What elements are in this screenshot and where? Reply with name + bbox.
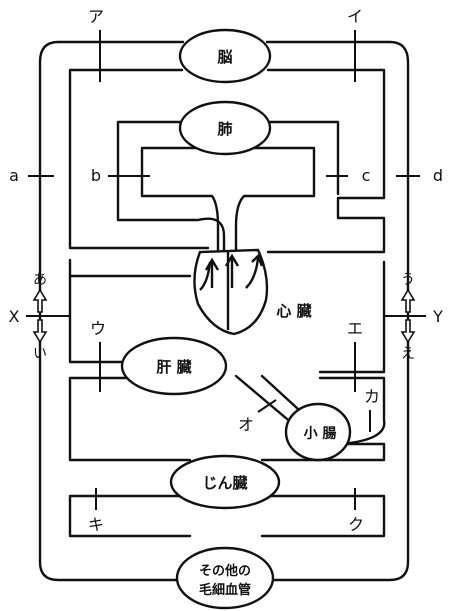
- heart-organ: [194, 250, 267, 334]
- label-d: d: [433, 166, 443, 185]
- label-c: c: [362, 166, 371, 185]
- label-a: a: [9, 166, 19, 185]
- direction-label-left-up: あ: [33, 272, 47, 288]
- label-I: イ: [347, 7, 363, 26]
- label-KA: カ: [364, 387, 380, 406]
- other-capillaries-label-line2: 毛細血管: [199, 582, 251, 598]
- label-E: エ: [347, 319, 363, 338]
- direction-label-right-down: え: [401, 346, 415, 362]
- right-up-arrow: [402, 290, 414, 312]
- label-Y: Y: [432, 307, 443, 326]
- heart-label: 心 臓: [276, 302, 311, 320]
- label-KI: キ: [88, 515, 104, 534]
- other-capillaries-label-line1: その他の: [199, 563, 251, 579]
- small-intestine-label: 小 腸: [304, 425, 337, 442]
- label-O: オ: [238, 415, 254, 434]
- label-KU: ク: [348, 515, 364, 534]
- left-down-arrow: [34, 320, 46, 342]
- lung-label: 肺: [217, 120, 232, 138]
- liver-label: 肝 臓: [156, 358, 191, 376]
- kidney-label: じん臓: [202, 474, 247, 492]
- right-down-arrow: [402, 320, 414, 342]
- direction-label-left-down: い: [33, 346, 47, 362]
- direction-label-right-up: う: [401, 272, 415, 288]
- label-b: b: [91, 166, 101, 185]
- organs: [122, 30, 350, 608]
- left-up-arrow: [34, 290, 46, 312]
- label-X: X: [9, 307, 20, 326]
- brain-label: 脳: [217, 48, 232, 66]
- label-U: ウ: [90, 319, 106, 338]
- label-A: ア: [88, 7, 104, 26]
